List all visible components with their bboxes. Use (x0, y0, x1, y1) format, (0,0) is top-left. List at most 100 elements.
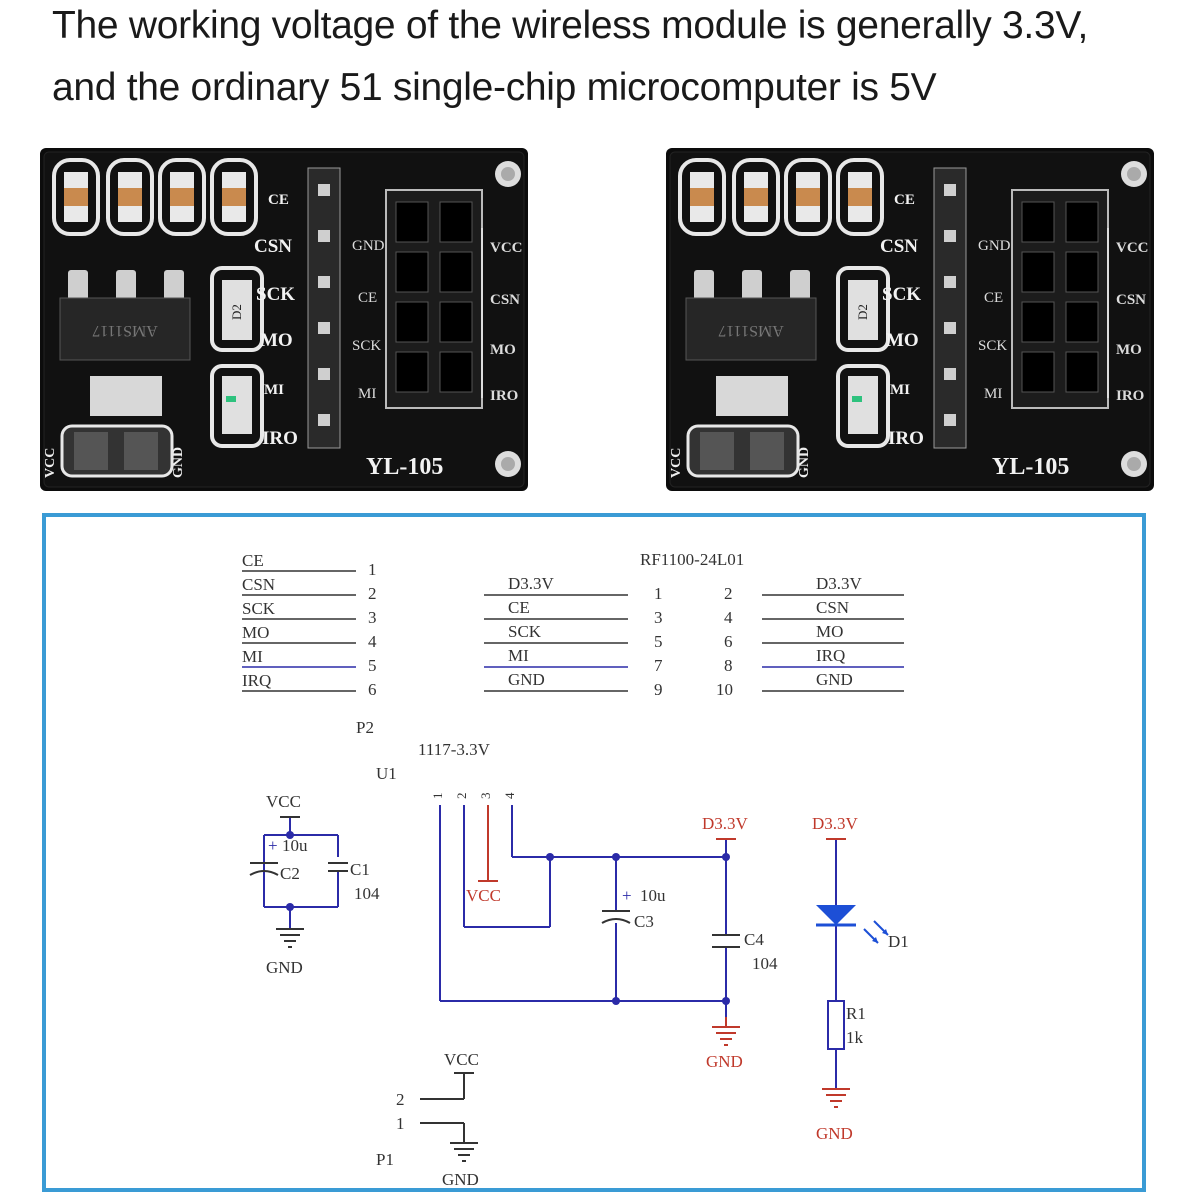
d1-led: D1 (816, 905, 909, 951)
pin-label-mi: MI (890, 382, 910, 398)
d33-net-c4: D3.3V (702, 814, 749, 840)
board-photo-right: AMS1117 D2 VCC GND CE CSN SCK MO MI IRO … (666, 148, 1154, 491)
gnd-symbol-input (276, 928, 304, 948)
socket-label-vcc: VCC (490, 240, 523, 256)
socket-label-gnd: GND (352, 238, 385, 254)
gnd-label-c4: GND (706, 1052, 743, 1071)
gnd-label-led: GND (816, 1124, 853, 1143)
module-left-pin-1: 1 (654, 584, 663, 603)
p2-signal-mo: MO (242, 623, 269, 642)
p1-vcc-label: VCC (444, 1050, 479, 1069)
pin-label-mo: MO (260, 330, 293, 351)
p1-ref: P1 (376, 1150, 394, 1169)
regulator-marking: AMS1117 (718, 322, 784, 339)
module-left-signal-1: D3.3V (508, 574, 555, 593)
c1-capacitor: C1 104 (328, 860, 380, 903)
socket-label-mi: MI (984, 386, 1002, 402)
module-left-signal-2: CE (508, 598, 530, 617)
socket-label-gnd: GND (978, 238, 1011, 254)
module-right-pin-4: 4 (724, 608, 733, 627)
module-right-signal-8: IRQ (816, 646, 845, 665)
d33-label-led: D3.3V (812, 814, 859, 833)
vcc-label: VCC (266, 792, 301, 811)
caption-line-2: and the ordinary 51 single-chip microcom… (52, 66, 937, 109)
p2-signal-irq: IRQ (242, 671, 271, 690)
u1-pin-4: 4 (502, 792, 517, 799)
module-left-pin-3: 3 (654, 608, 663, 627)
p2-pin-3: 3 (368, 608, 377, 627)
p2-signal-mi: MI (242, 647, 263, 666)
socket-label-iro: IRO (490, 388, 518, 404)
pin-label-sck: SCK (256, 284, 295, 305)
p2-connector: CE CSN SCK MO MI IRQ 1 2 3 4 5 6 P2 (242, 551, 377, 737)
module-right-signal-4: CSN (816, 598, 849, 617)
module-right-signal-2: D3.3V (816, 574, 863, 593)
p1-connector: 2 1 P1 VCC GND (376, 1050, 479, 1188)
c4-value: 104 (752, 954, 778, 973)
board-photo-left: AMS1117 D2 VCC GND CE CSN SCK MO MI IRO (40, 148, 528, 491)
d1-ref: D1 (888, 932, 909, 951)
board-model: YL-105 (992, 454, 1069, 480)
module-left-pin-5: 5 (654, 632, 663, 651)
c3-value: 10u (640, 886, 666, 905)
socket-label-ce: CE (984, 290, 1003, 306)
pin-label-mi: MI (264, 382, 284, 398)
pin-label-iro: IRO (888, 428, 924, 449)
module-right-pin-2: 2 (724, 584, 733, 603)
pin-label-csn: CSN (880, 236, 918, 257)
p2-signal-sck: SCK (242, 599, 276, 618)
r1-ref: R1 (846, 1004, 866, 1023)
caption-line-1: The working voltage of the wireless modu… (52, 4, 1088, 47)
module-left-signal-4: MI (508, 646, 529, 665)
schematic-frame: CE CSN SCK MO MI IRQ 1 2 3 4 5 6 P2 RF (42, 513, 1146, 1192)
board-model: YL-105 (366, 454, 443, 480)
u1-pin-2: 2 (454, 793, 469, 800)
p2-pin-5: 5 (368, 656, 377, 675)
u1-vcc-label: VCC (466, 886, 501, 905)
power-label-gnd: GND (171, 447, 186, 478)
socket-label-iro: IRO (1116, 388, 1144, 404)
u1-part: 1117-3.3V (418, 740, 491, 759)
pin-label-mo: MO (886, 330, 919, 351)
c2-plus: + (268, 836, 278, 855)
d33-label-c4: D3.3V (702, 814, 749, 833)
pin-label-csn: CSN (254, 236, 292, 257)
r1-value: 1k (846, 1028, 864, 1047)
pin-label-ce: CE (268, 192, 289, 208)
regulator-marking: AMS1117 (92, 322, 158, 339)
p1-pin-1: 1 (396, 1114, 405, 1133)
socket-label-mo: MO (1116, 342, 1142, 358)
module-left-signal-3: SCK (508, 622, 542, 641)
power-label-vcc: VCC (669, 448, 684, 478)
board-art: AMS1117 D2 VCC GND CE CSN SCK MO MI IRO … (666, 148, 1154, 491)
gnd-symbol-c4 (712, 1017, 740, 1046)
schematic: CE CSN SCK MO MI IRQ 1 2 3 4 5 6 P2 RF (242, 550, 909, 1188)
module-right-pin-10: 10 (716, 680, 733, 699)
module-left-signal-5: GND (508, 670, 545, 689)
power-label-vcc: VCC (43, 448, 58, 478)
socket-label-vcc: VCC (1116, 240, 1149, 256)
pin-label-iro: IRO (262, 428, 298, 449)
pin-label-ce: CE (894, 192, 915, 208)
u1-ref: U1 (376, 764, 397, 783)
p1-gnd-label: GND (442, 1170, 479, 1188)
pin-label-sck: SCK (882, 284, 921, 305)
socket-label-csn: CSN (1116, 292, 1146, 308)
module-left-pin-7: 7 (654, 656, 663, 675)
rf-module-title: RF1100-24L01 (640, 550, 744, 569)
p2-pin-1: 1 (368, 560, 377, 579)
u1-pin-3: 3 (478, 793, 493, 800)
socket-label-sck: SCK (978, 338, 1007, 354)
power-label-gnd: GND (797, 447, 812, 478)
diode-marking: D2 (855, 304, 870, 320)
socket-label-csn: CSN (490, 292, 520, 308)
socket-label-mo: MO (490, 342, 516, 358)
module-right-signal-10: GND (816, 670, 853, 689)
r1-resistor: R1 1k (827, 1000, 866, 1050)
p2-signal-ce: CE (242, 551, 264, 570)
c3-ref: C3 (634, 912, 654, 931)
p2-signal-csn: CSN (242, 575, 275, 594)
p2-ref: P2 (356, 718, 374, 737)
c1-ref: C1 (350, 860, 370, 879)
module-right-pin-6: 6 (724, 632, 733, 651)
